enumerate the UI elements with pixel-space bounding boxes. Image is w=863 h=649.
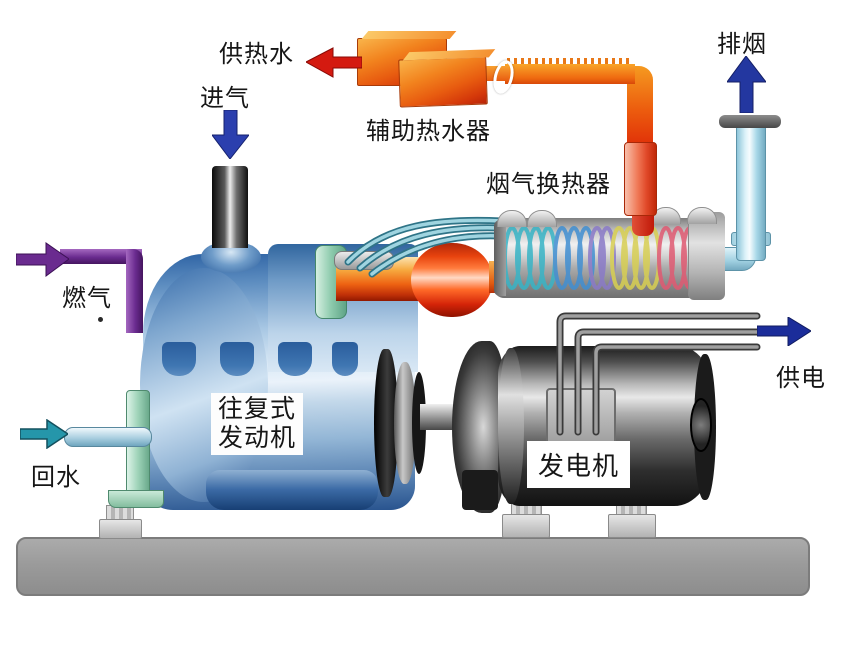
flue-pipe-horizontal: [505, 58, 635, 84]
engine-label-line1: 往复式: [218, 395, 297, 423]
aux-heater-box-front: [398, 56, 488, 108]
flue-gas-heat-exchanger: [494, 218, 716, 298]
base-platform: [16, 537, 810, 596]
right-arrow-icon: [757, 317, 811, 346]
exhaust-label: 排烟: [717, 31, 767, 58]
hot-water-supply-label: 供热水: [219, 41, 294, 68]
stack-cap: [719, 115, 781, 128]
exhaust-sleeve: [334, 251, 394, 270]
return-water-pipe: [64, 427, 152, 447]
heater-outlet-stub: [483, 66, 509, 81]
coupling-disc: [394, 362, 416, 484]
fuel-gas-pipe-down: [126, 249, 143, 333]
left-arrow-icon: [306, 47, 362, 78]
stray-dot: [98, 317, 103, 322]
coupling-disc: [412, 372, 426, 474]
generator-label: 发电机: [527, 441, 631, 488]
coolant-elbow: [108, 490, 164, 508]
aux-heater-label: 辅助热水器: [366, 118, 491, 145]
fuel-gas-label: 燃气: [62, 285, 112, 312]
power-supply-label: 供电: [776, 365, 826, 392]
air-intake-stack: [212, 166, 248, 248]
right-arrow-icon: [20, 419, 68, 449]
exhaust-stack: [736, 127, 766, 261]
engine-manifold-rib: [162, 342, 196, 376]
engine-manifold-rib: [278, 342, 312, 376]
flue-pipe-sleeve: [624, 142, 657, 216]
generator-front-ring: [498, 348, 524, 504]
engine-foot-pad: [99, 519, 142, 539]
engine-manifold-rib: [220, 342, 254, 376]
exhaust-arrow: [727, 56, 766, 113]
bell-bracket: [462, 470, 498, 510]
power-arrow: [757, 317, 811, 346]
engine-manifold-rib: [332, 342, 358, 376]
hx-dome-cap: [687, 207, 717, 224]
generator-foot-pad: [608, 514, 656, 538]
hx-dome-cap: [527, 210, 557, 227]
heat-exchanger-label: 烟气换热器: [486, 171, 611, 198]
engine-sump: [206, 470, 378, 510]
down-arrow-icon: [212, 110, 249, 159]
hx-right-header: [688, 212, 725, 300]
air-intake-arrow: [212, 110, 249, 159]
generator-hub: [690, 398, 712, 452]
air-intake-label: 进气: [200, 85, 250, 112]
hx-dome-cap: [497, 210, 527, 227]
return-water-arrow: [20, 419, 68, 449]
hot-water-arrow: [306, 47, 362, 78]
engine-label-line2: 发动机: [218, 424, 297, 452]
engine-front-bulge: [140, 268, 268, 502]
generator-foot-pad: [502, 514, 550, 538]
hx-left-cap: [494, 220, 506, 296]
return-water-label: 回水: [31, 464, 81, 491]
muffler: [411, 243, 493, 317]
fuel-gas-pipe: [60, 249, 142, 264]
engine-label: 往复式 发动机: [211, 393, 304, 455]
up-arrow-icon: [727, 56, 766, 113]
